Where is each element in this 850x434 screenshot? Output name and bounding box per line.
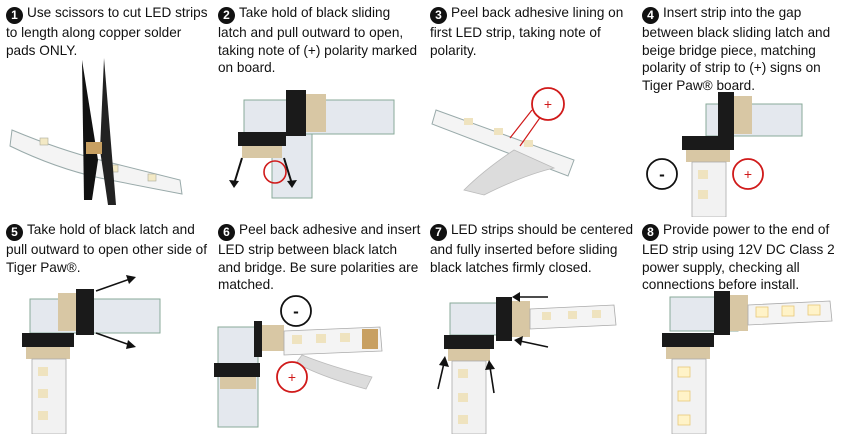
- step-number: 3: [430, 7, 447, 24]
- minus-marker: -: [293, 302, 299, 321]
- step-text: Provide power to the end of LED strip us…: [642, 222, 835, 292]
- step-text: Peel back adhesive lining on first LED s…: [430, 5, 624, 58]
- step-4-illustration: - +: [646, 92, 803, 217]
- step-number: 1: [6, 7, 23, 24]
- step-number: 2: [218, 7, 235, 24]
- step-5-illustration: [22, 275, 161, 434]
- step-text: Use scissors to cut LED strips to length…: [6, 5, 208, 58]
- step-number: 8: [642, 224, 659, 241]
- step-3-illustration: +: [431, 87, 575, 196]
- step-number: 7: [430, 224, 447, 241]
- step-1-illustration: [9, 58, 183, 205]
- step-text: Take hold of black latch and pull outwar…: [6, 222, 208, 275]
- step-7-illustration: [437, 292, 617, 434]
- plus-marker: +: [288, 369, 296, 385]
- step-text: Insert strip into the gap between black …: [642, 5, 831, 93]
- step-number: 5: [6, 224, 23, 241]
- step-number: 4: [642, 7, 659, 24]
- step-2-illustration: [229, 90, 395, 199]
- plus-marker: +: [544, 96, 552, 112]
- step-8-illustration: [662, 291, 833, 434]
- step-text: Take hold of black sliding latch and pul…: [218, 5, 418, 75]
- plus-marker: +: [744, 166, 752, 182]
- step-number: 6: [218, 224, 235, 241]
- step-6-illustration: - +: [214, 295, 383, 428]
- step-text: Peel back adhesive and insert LED strip …: [218, 222, 421, 292]
- minus-marker: -: [659, 165, 665, 184]
- step-text: LED strips should be centered and fully …: [430, 222, 634, 275]
